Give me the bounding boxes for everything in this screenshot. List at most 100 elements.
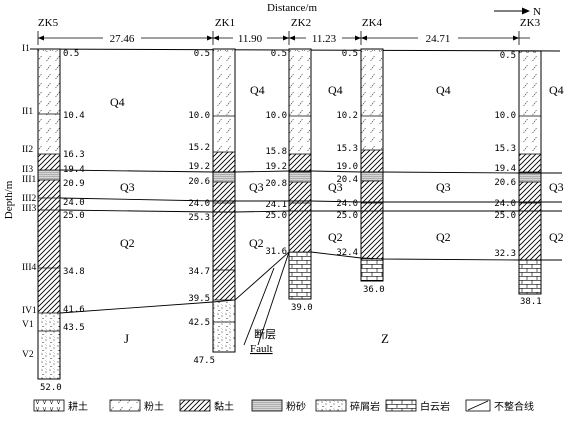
depth-value: 10.0 (188, 111, 210, 121)
legend-label-silt: 粉土 (144, 400, 164, 413)
borehole-column-zk3 (518, 50, 542, 295)
legend-swatch-silt (109, 399, 141, 412)
depth-value: 0.5 (63, 49, 79, 59)
stratum-label-q4: Q4 (110, 95, 125, 109)
depth-value: 15.8 (265, 147, 287, 157)
north-label: N (533, 6, 541, 18)
legend-label-clay: 黏土 (214, 400, 234, 413)
depth-value: 20.4 (336, 175, 358, 185)
layer-id: V1 (22, 320, 34, 330)
depth-value: 0.5 (342, 49, 358, 59)
stratum-label-q2: Q2 (436, 230, 451, 244)
layer-id: III1 (22, 175, 36, 185)
dimension-arrows (38, 35, 519, 41)
depth-value: 10.0 (494, 111, 516, 121)
depth-value: 20.9 (63, 179, 85, 189)
legend-label-dolomite: 白云岩 (420, 400, 450, 413)
legend-label-unconformity: 不整合线 (494, 400, 534, 413)
depth-value: 25.3 (188, 213, 210, 223)
layer-id: III4 (22, 263, 36, 273)
depth-value: 24.0 (336, 199, 358, 209)
depth-value: 25.0 (336, 211, 358, 221)
stratum-label-q4: Q4 (328, 83, 343, 97)
depth-value: 20.8 (265, 179, 287, 189)
depth-value: 24.0 (188, 199, 210, 209)
depth-value: 16.3 (63, 150, 85, 160)
depth-value: 32.4 (336, 248, 358, 258)
borehole-column-zk5 (37, 48, 61, 380)
legend-swatch-clay (179, 399, 211, 412)
layer-id: II3 (22, 165, 33, 175)
stratum-label-q2: Q2 (549, 230, 564, 244)
depth-value: 31.6 (265, 247, 287, 257)
borehole-column-zk2 (288, 48, 312, 300)
depth-value: 25.0 (63, 211, 85, 221)
distance-zk2-zk4: 11.23 (312, 33, 337, 45)
depth-value: 39.5 (188, 294, 210, 304)
depth-value: 0.5 (271, 49, 287, 59)
layer-id: III3 (22, 204, 36, 214)
depth-value: 0.5 (194, 49, 210, 59)
depth-axis-label: Depth/m (3, 180, 15, 219)
stratum-boundaries (59, 169, 562, 314)
stratum-label-q2: Q2 (120, 236, 135, 250)
borehole-name-zk3: ZK3 (520, 17, 541, 29)
fault-label-en: Fault (250, 343, 273, 355)
layer-id: III2 (22, 194, 36, 204)
stratum-label-q3: Q3 (328, 180, 343, 194)
borehole-name-zk2: ZK2 (291, 17, 311, 29)
total-depth-zk5: 52.0 (40, 383, 62, 393)
stratum-label-q3: Q3 (120, 180, 135, 194)
stratum-label-q2: Q2 (249, 236, 264, 250)
stratum-label-q4: Q4 (436, 83, 451, 97)
depth-value: 19.0 (336, 162, 358, 172)
depth-value: 10.2 (336, 111, 358, 121)
legend-label-clastic: 碎屑岩 (350, 400, 380, 413)
stratum-label-q2: Q2 (328, 230, 343, 244)
depth-value: 43.5 (63, 323, 85, 333)
depth-values-zk5: 0.5 10.4 16.3 19.4 20.9 24.0 25.0 34.8 4… (40, 49, 85, 393)
total-depth-zk3: 38.1 (520, 297, 542, 307)
depth-values-zk2: 0.5 10.0 15.8 19.2 20.8 24.1 25.0 31.6 3… (265, 49, 312, 313)
layer-id: II2 (22, 145, 33, 155)
depth-value: 32.3 (494, 249, 516, 259)
legend-swatch-topsoil (33, 399, 65, 412)
distance-zk4-zk3: 24.71 (426, 33, 451, 45)
stratum-label-z: Z (381, 331, 389, 346)
fault-lines (243, 251, 290, 346)
layer-id: I1 (22, 44, 30, 54)
depth-value: 19.4 (63, 165, 85, 175)
depth-value: 20.6 (188, 177, 210, 187)
depth-value: 24.0 (63, 198, 85, 208)
borehole-name-zk1: ZK1 (215, 17, 235, 29)
depth-value: 24.1 (265, 200, 287, 210)
total-depth-zk2: 39.0 (291, 303, 313, 313)
depth-values-zk4: 0.5 10.2 15.3 19.0 20.4 24.0 25.0 32.4 3… (336, 49, 384, 295)
depth-values-zk1: 0.5 10.0 15.2 19.2 20.6 24.0 25.3 34.7 3… (188, 49, 215, 366)
distance-zk1-zk2: 11.90 (238, 33, 263, 45)
depth-value: 20.6 (494, 178, 516, 188)
depth-value: 19.2 (265, 162, 287, 172)
depth-value: 24.0 (494, 199, 516, 209)
legend-label-topsoil: 耕土 (68, 400, 88, 413)
stratum-label-q4: Q4 (549, 83, 564, 97)
legend-swatch-siltsand (251, 399, 283, 412)
legend-swatch-clastic (315, 399, 347, 412)
layer-id: V2 (22, 350, 34, 360)
distance-zk5-zk1: 27.46 (110, 33, 135, 45)
borehole-name-zk4: ZK4 (362, 17, 383, 29)
borehole-column-zk4 (360, 48, 384, 282)
legend-swatch-dolomite (385, 399, 417, 412)
depth-value: 19.4 (494, 164, 516, 174)
depth-value: 25.0 (265, 211, 287, 221)
depth-value: 10.0 (265, 111, 287, 121)
stratum-label-q3: Q3 (249, 180, 264, 194)
north-arrow (494, 7, 530, 15)
depth-value: 25.0 (494, 211, 516, 221)
total-depth-zk1: 47.5 (193, 356, 215, 366)
unconformity-line-icon (467, 400, 489, 411)
layer-id: II1 (22, 107, 33, 117)
stratum-label-q3: Q3 (549, 180, 564, 194)
depth-value: 19.2 (188, 162, 210, 172)
